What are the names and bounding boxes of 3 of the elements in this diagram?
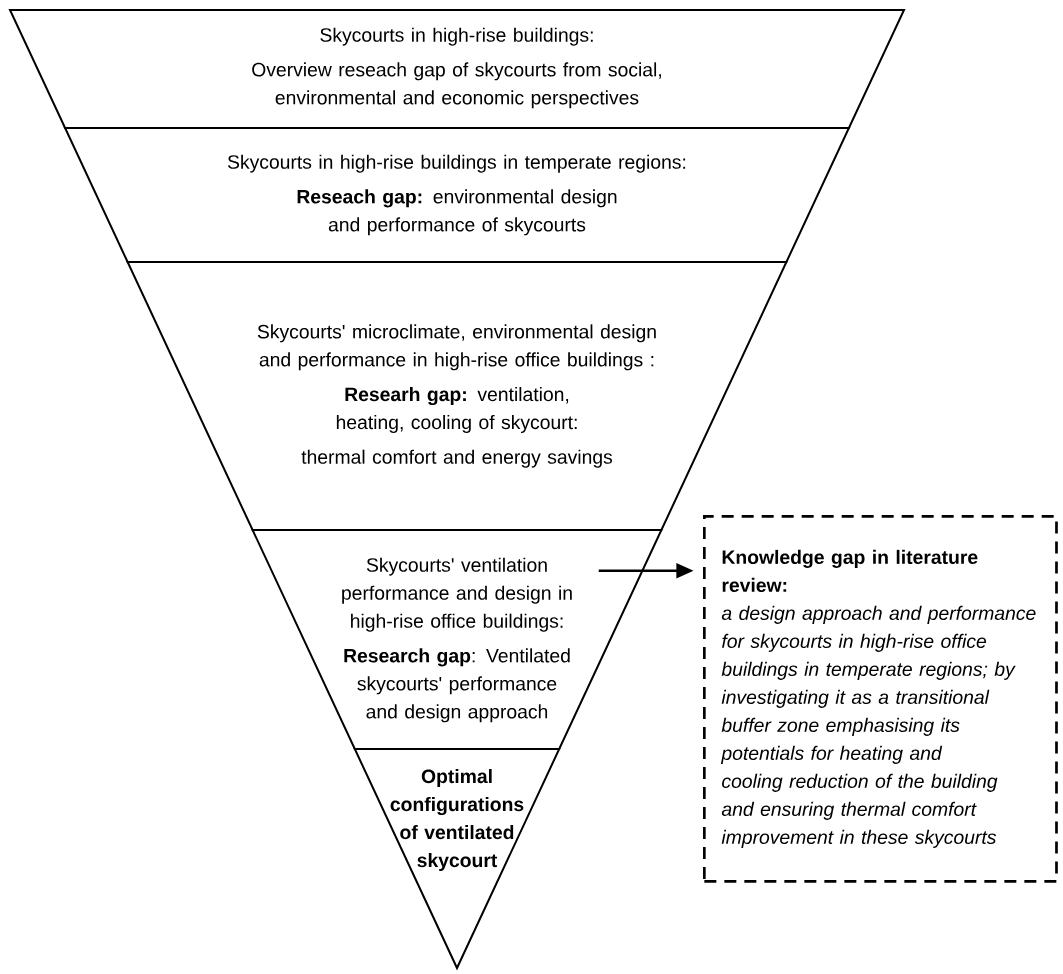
band: Skycourts' microclimate, environmental design and performance in high-rise office buildings : Researh gap: ventilation, heating, cooling of skycourt: thermal comfort and energy savings: [126, 261, 788, 531]
dashed-box: Knowledge gap in literature review: a design approach and performance for skycourts in high-rise office buildings in temperate regions; by investigating it as a transitional buffer zone emphasising its potentials for heating and cooling reduction of the building and ensuring thermal comfort improvement in these skycourts: [703, 515, 1058, 883]
band: Skycourts' ventilation performance and design in high-rise office buildings: Research gap: Ventilated skycourts' performance and design approach: [251, 529, 663, 750]
